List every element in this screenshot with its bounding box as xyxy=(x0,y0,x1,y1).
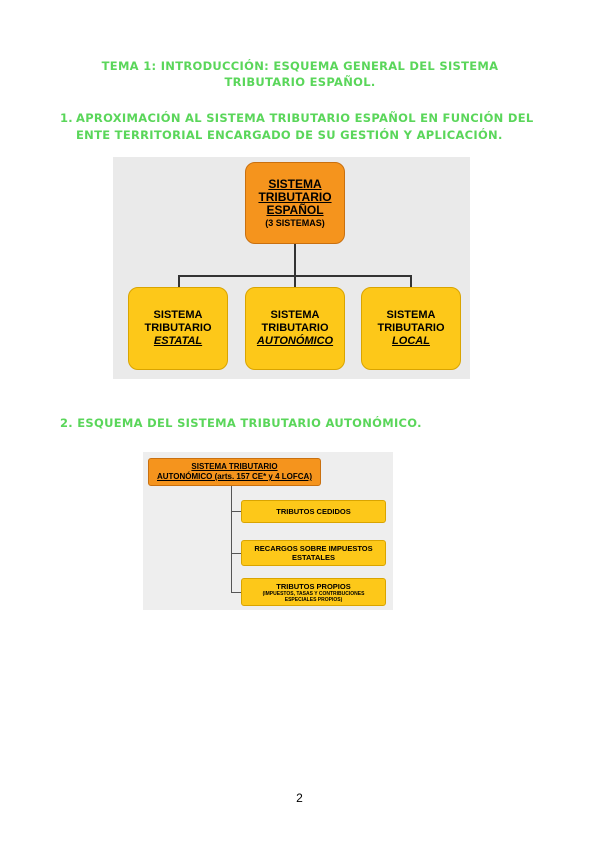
child-box-estatal: SISTEMA TRIBUTARIO ESTATAL xyxy=(128,287,228,370)
connector-leaf-2 xyxy=(231,553,241,554)
connector-center xyxy=(294,275,296,287)
section-2-heading: 2. ESQUEMA DEL SISTEMA TRIBUTARIO AUTONÓ… xyxy=(60,416,422,430)
section-1-line-2: ENTE TERRITORIAL ENCARGADO DE SU GESTIÓN… xyxy=(76,128,503,142)
leaf-line-1: TRIBUTOS PROPIOS xyxy=(276,581,351,591)
child-line-3: ESTATAL xyxy=(153,335,203,347)
leaf-line-1: RECARGOS SOBRE IMPUESTOS xyxy=(254,544,373,553)
connector-leaf-3 xyxy=(231,592,241,593)
connector-right xyxy=(410,275,412,287)
leaf-line-3: ESPECIALES PROPIOS) xyxy=(284,596,343,603)
leaf-line-2: ESTATALES xyxy=(292,553,335,562)
title-line-1: TEMA 1: INTRODUCCIÓN: ESQUEMA GENERAL DE… xyxy=(101,59,499,73)
child-line-2: TRIBUTARIO xyxy=(261,322,329,334)
child-box-autonomico: SISTEMA TRIBUTARIO AUTONÓMICO xyxy=(245,287,345,370)
root-line-1: SISTEMA xyxy=(268,176,322,191)
leaf-box-tributos-cedidos: TRIBUTOS CEDIDOS xyxy=(241,500,386,523)
root-line-2: TRIBUTARIO xyxy=(258,189,332,204)
connector-vertical xyxy=(231,486,232,593)
page-number: 2 xyxy=(296,791,303,805)
child-line-3: LOCAL xyxy=(392,335,430,347)
tax-system-diagram: SISTEMA TRIBUTARIO ESPAÑOL (3 SISTEMAS) … xyxy=(113,157,470,379)
child-box-local: SISTEMA TRIBUTARIO LOCAL xyxy=(361,287,461,370)
autonomic-tax-diagram: SISTEMA TRIBUTARIO AUTONÓMICO (arts. 157… xyxy=(143,452,393,610)
child-line-3: AUTONÓMICO xyxy=(256,335,334,347)
root2-line-1: SISTEMA TRIBUTARIO xyxy=(191,462,278,471)
root-box-spanish-tax-system: SISTEMA TRIBUTARIO ESPAÑOL (3 SISTEMAS) xyxy=(245,162,345,244)
section-1-number: 1. xyxy=(60,111,73,125)
connector-root-stem xyxy=(294,244,296,276)
root-line-3: ESPAÑOL xyxy=(266,202,324,217)
leaf-box-tributos-propios: TRIBUTOS PROPIOS (IMPUESTOS, TASAS Y CON… xyxy=(241,578,386,606)
section-1-heading: 1. APROXIMACIÓN AL SISTEMA TRIBUTARIO ES… xyxy=(60,110,550,144)
child-line-2: TRIBUTARIO xyxy=(377,322,445,334)
root-line-4: (3 SISTEMAS) xyxy=(265,217,325,228)
leaf-line-2: (IMPUESTOS, TASAS Y CONTRIBUCIONES xyxy=(262,590,365,597)
child-line-2: TRIBUTARIO xyxy=(144,322,212,334)
connector-leaf-1 xyxy=(231,511,241,512)
root-box-autonomic-system: SISTEMA TRIBUTARIO AUTONÓMICO (arts. 157… xyxy=(148,458,321,486)
leaf-line-1: TRIBUTOS CEDIDOS xyxy=(276,507,351,516)
document-title: TEMA 1: INTRODUCCIÓN: ESQUEMA GENERAL DE… xyxy=(80,58,520,90)
connector-left xyxy=(178,275,180,287)
title-line-2: TRIBUTARIO ESPAÑOL. xyxy=(224,75,376,89)
child-line-1: SISTEMA xyxy=(153,309,203,321)
child-line-1: SISTEMA xyxy=(270,309,320,321)
leaf-box-recargos: RECARGOS SOBRE IMPUESTOS ESTATALES xyxy=(241,540,386,566)
section-1-line-1: APROXIMACIÓN AL SISTEMA TRIBUTARIO ESPAÑ… xyxy=(76,111,534,125)
root2-line-2: AUTONÓMICO (arts. 157 CE* y 4 LOFCA) xyxy=(157,472,312,481)
child-line-1: SISTEMA xyxy=(386,309,436,321)
